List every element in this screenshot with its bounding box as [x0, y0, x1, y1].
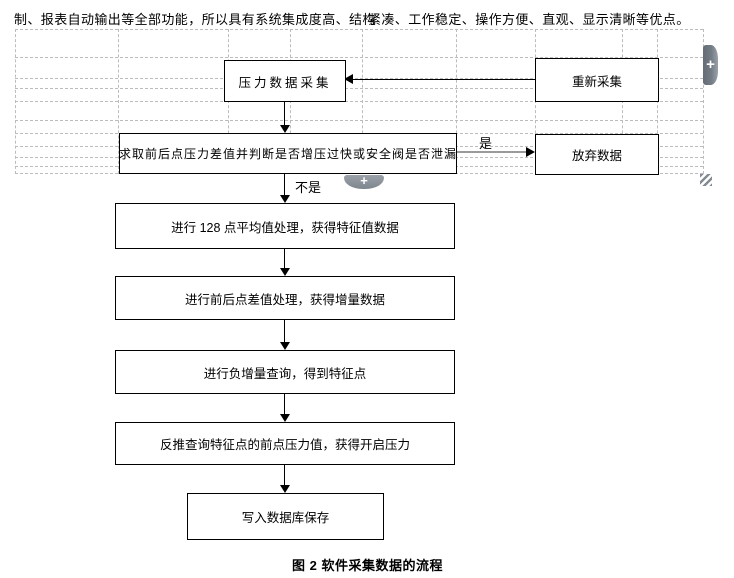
- arrow-diff-to-negquery: [284, 318, 285, 343]
- arrowhead-right-icon: [526, 147, 535, 157]
- arrowhead-down-icon: [280, 414, 290, 422]
- flow-node-recollect: 重新采集: [535, 58, 659, 102]
- flow-node-backtrace: 反推查询特征点的前点压力值，获得开启压力: [115, 422, 455, 465]
- plus-icon: +: [706, 56, 715, 73]
- arrow-judge-to-discard: [455, 151, 528, 153]
- grid-line: [15, 88, 703, 89]
- resize-grip-icon[interactable]: [700, 174, 712, 186]
- grid-line: [15, 101, 703, 102]
- body-text-right-column: 紧凑、工作稳定、操作方便、直观、显示清晰等优点。: [368, 12, 690, 27]
- arrow-judge-to-average: [284, 172, 285, 196]
- flow-node-negquery: 进行负增量查询，得到特征点: [115, 350, 455, 394]
- flow-node-discard: 放弃数据: [535, 134, 659, 175]
- arrowhead-left-icon: [344, 74, 353, 84]
- inline-plus-button[interactable]: +: [344, 173, 384, 189]
- edge-label-no: 不是: [295, 180, 322, 195]
- grid-line: [15, 57, 703, 58]
- arrowhead-down-icon: [280, 125, 290, 133]
- arrow-backtrace-to-save: [284, 463, 285, 486]
- arrow-average-to-diff: [284, 247, 285, 269]
- flow-node-collect: 压力数据采集: [224, 60, 346, 102]
- grid-line: [15, 29, 703, 30]
- arrow-collect-to-judge: [284, 100, 285, 126]
- arrowhead-down-icon: [280, 268, 290, 276]
- arrowhead-down-icon: [280, 485, 290, 493]
- arrowhead-down-icon: [280, 195, 290, 203]
- arrow-negquery-to-backtrace: [284, 392, 285, 415]
- edge-label-yes: 是: [479, 136, 493, 151]
- arrow-recollect-to-collect: [350, 79, 535, 80]
- body-text-left-column: 制、报表自动输出等全部功能，所以具有系统集成度高、结构: [14, 12, 376, 27]
- flow-node-save: 写入数据库保存: [187, 493, 384, 540]
- plus-icon: +: [360, 173, 368, 188]
- grid-line: [15, 120, 703, 121]
- flow-node-diff: 进行前后点差值处理，获得增量数据: [115, 276, 455, 320]
- side-plus-tab-button[interactable]: +: [703, 45, 718, 85]
- grid-line: [703, 29, 704, 174]
- flow-node-average: 进行 128 点平均值处理，获得特征值数据: [115, 203, 455, 249]
- flow-node-judge: 求取前后点压力差值并判断是否增压过快或安全阀是否泄漏: [119, 133, 457, 174]
- arrowhead-down-icon: [280, 342, 290, 350]
- grid-line: [15, 78, 703, 79]
- figure-caption: 图 2 软件采集数据的流程: [292, 558, 443, 573]
